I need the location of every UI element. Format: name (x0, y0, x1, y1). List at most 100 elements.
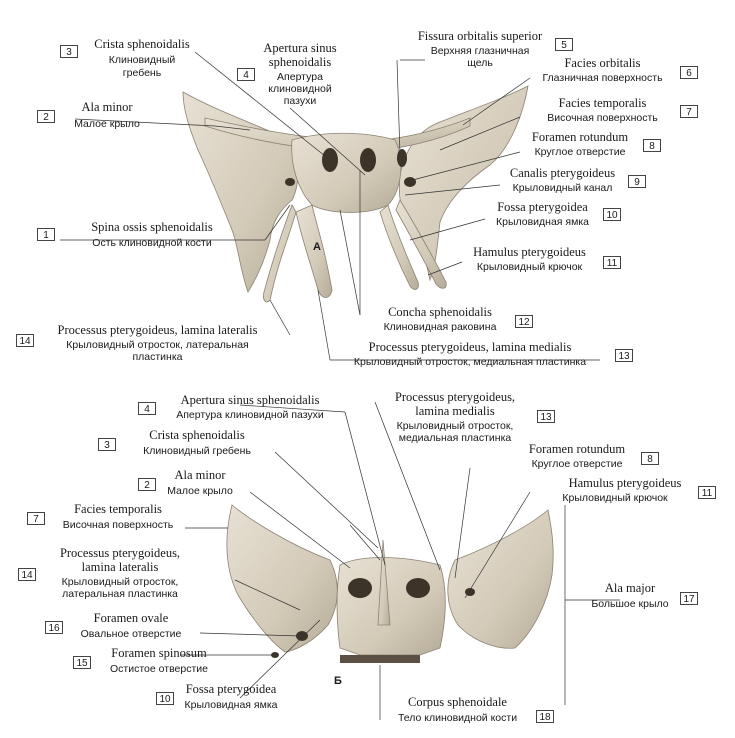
russian-term: Малое крыло (74, 118, 140, 130)
russian-term: Височная поверхность (547, 112, 658, 124)
russian-term: Овальное отверстие (80, 628, 182, 640)
label-number: 2 (37, 110, 55, 123)
label-number: 1 (37, 228, 55, 241)
bone-view-b-holes (271, 578, 475, 658)
russian-term: щель (467, 57, 493, 69)
latin-term: Apertura sinus sphenoidalis (180, 393, 320, 407)
label-number: 8 (641, 452, 659, 465)
label-number: 11 (603, 256, 621, 269)
label-number: 17 (680, 592, 698, 605)
latin-term: Crista sphenoidalis (149, 428, 245, 442)
russian-term: Крыловидный отросток, (396, 420, 514, 432)
bone-view-b (226, 504, 554, 656)
russian-term: Височная поверхность (62, 519, 174, 531)
label-number: 12 (515, 315, 533, 328)
russian-term: Остистое отверстие (110, 663, 208, 675)
label-number: 14 (18, 568, 36, 581)
russian-term: Тело клиновидной кости (397, 712, 518, 724)
label-number: 7 (680, 105, 698, 118)
latin-term: Ala minor (174, 468, 226, 482)
label-number: 8 (643, 139, 661, 152)
latin-term: Foramen spinosum (111, 646, 207, 660)
russian-term: пазухи (283, 95, 317, 107)
latin-term: Facies orbitalis (564, 56, 641, 70)
russian-term: Ость клиновидной кости (92, 237, 212, 249)
latin-term: Fissura orbitalis superior (417, 29, 543, 43)
russian-term: Клиновидная раковина (383, 321, 497, 333)
russian-term: Круглое отверстие (531, 458, 623, 470)
label-number: 10 (603, 208, 621, 221)
russian-term: Крыловидный отросток, латеральная (66, 339, 249, 351)
latin-term: Processus pterygoideus, lamina lateralis (57, 323, 258, 337)
russian-term: Круглое отверстие (534, 146, 626, 158)
latin-term: lamina medialis (415, 404, 495, 418)
latin-term: Facies temporalis (74, 502, 162, 516)
label-number: 3 (60, 45, 78, 58)
latin-term: Foramen ovale (93, 611, 169, 625)
russian-term: Апертура (277, 71, 323, 83)
leader-lines (60, 51, 620, 720)
label-number: 13 (537, 410, 555, 423)
latin-term: Fossa pterygoidea (497, 200, 588, 214)
view-b-letter: Б (334, 675, 342, 687)
russian-term: Верхняя глазничная (430, 45, 530, 57)
bone-view-a-holes (285, 148, 416, 187)
latin-term: sphenoidalis (268, 55, 332, 69)
russian-term: Крыловидная ямка (496, 216, 589, 228)
label-number: 10 (156, 692, 174, 705)
label-number: 7 (27, 512, 45, 525)
bone-view-a (182, 85, 529, 303)
label-number: 2 (138, 478, 156, 491)
label-number: 16 (45, 621, 63, 634)
russian-term: Крыловидный отросток, (61, 576, 179, 588)
label-number: 11 (698, 486, 716, 499)
russian-term: Крыловидный отросток, медиальная пластин… (353, 356, 587, 368)
latin-term: Facies temporalis (558, 96, 647, 110)
russian-term: гребень (122, 67, 162, 79)
body-base (340, 655, 420, 663)
russian-term: пластинка (132, 351, 183, 363)
russian-term: латеральная пластинка (62, 588, 178, 600)
latin-term: lamina lateralis (81, 560, 159, 574)
latin-term: Crista sphenoidalis (94, 37, 190, 51)
label-number: 18 (536, 710, 554, 723)
latin-term: Processus pterygoideus, (59, 546, 181, 560)
label-number: 4 (237, 68, 255, 81)
label-number: 14 (16, 334, 34, 347)
latin-term: Fossa pterygoidea (185, 682, 277, 696)
russian-term: Крыловидный крючок (476, 261, 583, 273)
latin-term: Apertura sinus (263, 41, 337, 55)
latin-term: Concha sphenoidalis (388, 305, 492, 319)
latin-term: Ala major (604, 581, 656, 595)
russian-term: Большое крыло (591, 598, 669, 610)
russian-term: Клиновидный гребень (143, 445, 251, 457)
label-number: 6 (680, 66, 698, 79)
label-number: 4 (138, 402, 156, 415)
russian-term: клиновидной (268, 83, 332, 95)
russian-term: медиальная пластинка (398, 432, 512, 444)
russian-term: Апертура клиновидной пазухи (176, 409, 324, 421)
view-a-letter: А (313, 241, 321, 253)
latin-term: Canalis pterygoideus (509, 166, 616, 180)
label-number: 3 (98, 438, 116, 451)
latin-term: Corpus sphenoidale (408, 695, 507, 709)
label-number: 9 (628, 175, 646, 188)
latin-term: Foramen rotundum (528, 442, 626, 456)
latin-term: Hamulus pterygoideus (568, 476, 682, 490)
russian-term: Клиновидный (108, 54, 176, 66)
russian-term: Крыловидная ямка (184, 699, 278, 711)
latin-term: Spina ossis sphenoidalis (91, 220, 213, 234)
label-number: 15 (73, 656, 91, 669)
latin-term: Processus pterygoideus, (394, 390, 516, 404)
russian-term: Крыловидный канал (512, 182, 613, 194)
latin-term: Foramen rotundum (531, 130, 629, 144)
russian-term: Глазничная поверхность (542, 72, 663, 84)
latin-term: Hamulus pterygoideus (473, 245, 586, 259)
label-number: 13 (615, 349, 633, 362)
latin-term: Processus pterygoideus, lamina medialis (368, 340, 572, 354)
russian-term: Крыловидный крючок (562, 492, 668, 504)
latin-term: Ala minor (81, 100, 133, 114)
label-number: 5 (555, 38, 573, 51)
